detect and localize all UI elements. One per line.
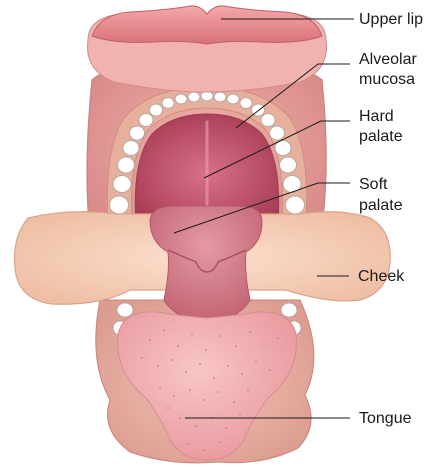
label-hard-palate-line1: Hard — [359, 108, 394, 125]
leader-soft-palate — [173, 182, 350, 234]
tooth — [274, 140, 292, 156]
tooth — [112, 175, 132, 193]
tooth — [174, 93, 188, 105]
tooth — [122, 140, 140, 156]
tooth — [285, 195, 305, 215]
label-cheek: Cheek — [358, 268, 405, 285]
tooth — [138, 113, 154, 127]
tooth — [149, 103, 163, 117]
tooth — [279, 156, 297, 174]
tooth — [269, 125, 285, 141]
tooth — [226, 93, 240, 105]
tooth — [280, 302, 298, 318]
uvula — [167, 249, 247, 273]
tooth — [129, 125, 145, 141]
tooth — [187, 91, 201, 103]
soft-palate — [149, 205, 263, 323]
tongue-papillae — [141, 329, 279, 451]
label-upper-lip: Upper lip — [359, 11, 423, 28]
label-soft-palate-line2: palate — [359, 197, 403, 214]
tooth — [260, 113, 276, 127]
tooth — [239, 97, 253, 109]
tooth — [117, 156, 135, 174]
tooth — [109, 195, 129, 215]
leader-alveolar-mucosa — [235, 63, 350, 129]
tooth — [161, 97, 175, 109]
tooth — [116, 302, 134, 318]
label-alveolar-mucosa-line1: Alveolar — [359, 51, 417, 68]
label-alveolar-mucosa-line2: mucosa — [359, 71, 415, 88]
label-soft-palate-line1: Soft — [359, 176, 388, 193]
upper-lip-vermilion — [91, 5, 323, 45]
leader-lines — [173, 18, 354, 419]
tooth — [213, 91, 227, 103]
leader-hard-palate — [203, 120, 350, 179]
label-tongue: Tongue — [359, 410, 412, 427]
label-hard-palate-line2: palate — [359, 128, 403, 145]
tongue — [117, 311, 297, 461]
